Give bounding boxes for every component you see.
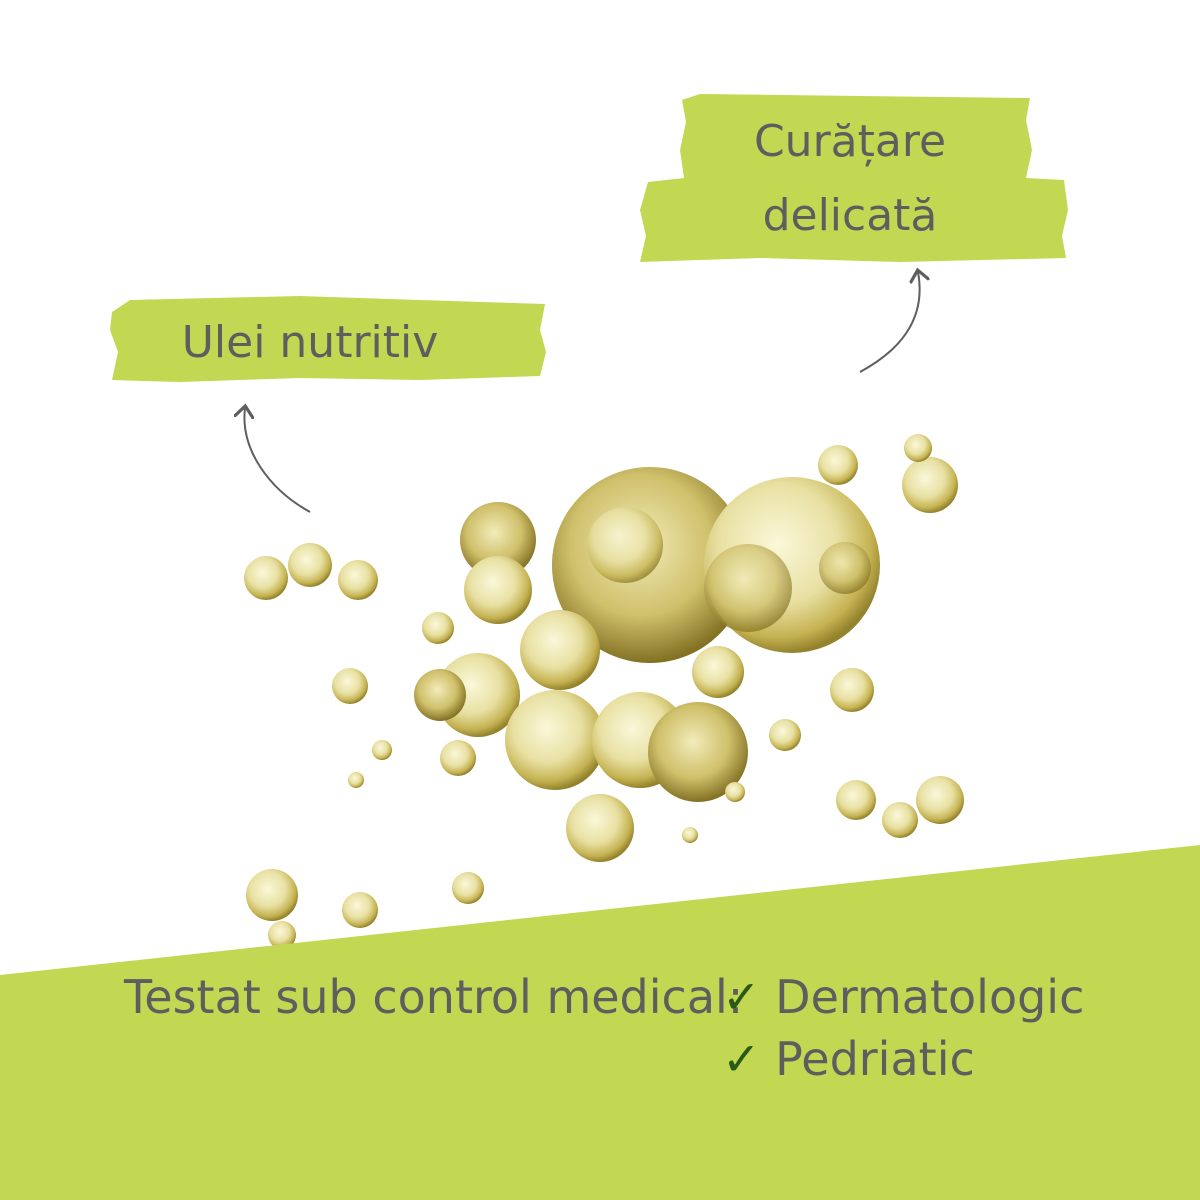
check-icon: ✓ xyxy=(722,970,761,1024)
dermatologic-label: Dermatologic xyxy=(775,970,1085,1024)
ulei-tag-shape xyxy=(110,296,546,382)
curatare-line1-label: Curățare xyxy=(753,116,947,167)
check-icon: ✓ xyxy=(722,1032,761,1086)
footer-band xyxy=(0,845,1200,1200)
medical-test-lead: Testat sub control medical: xyxy=(124,970,744,1024)
oil-bubbles-image xyxy=(244,434,964,949)
dermatologic-row: ✓ Dermatologic xyxy=(722,974,1084,1020)
curatare-line2-label: delicată xyxy=(762,190,938,241)
pedriatic-label: Pedriatic xyxy=(775,1032,975,1086)
ulei-nutritiv-label: Ulei nutritiv xyxy=(181,317,439,368)
curatare-tag-shape xyxy=(640,94,1068,262)
arrow-to-ulei xyxy=(244,408,311,513)
arrow-to-curatare xyxy=(859,272,920,373)
pedriatic-row: ✓ Pedriatic xyxy=(722,1036,975,1082)
